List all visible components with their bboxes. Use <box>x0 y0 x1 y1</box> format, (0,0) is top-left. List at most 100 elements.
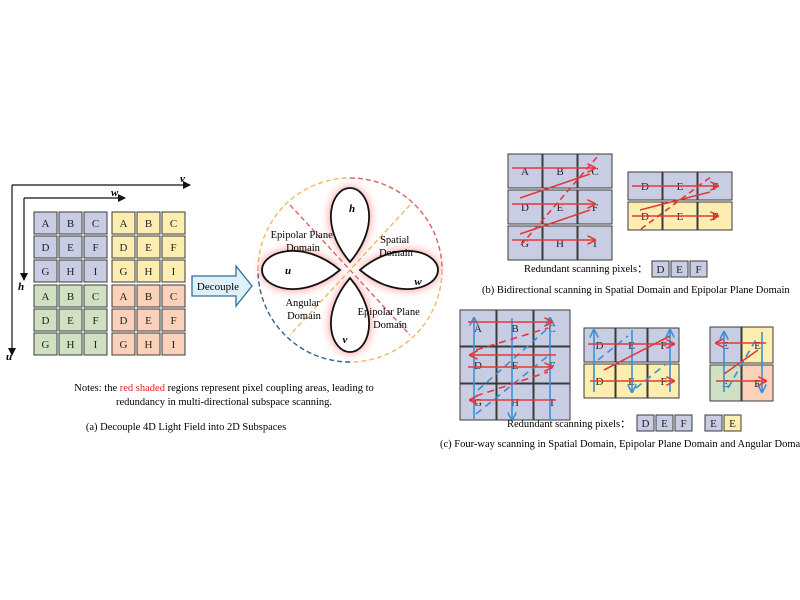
grid-a-block0-cell-bg <box>33 259 58 283</box>
svg-text:Epipolar Plane Domain: Epipolar Plane Domain <box>271 230 336 254</box>
grid-a-block0-cell-letter: H <box>67 266 75 278</box>
grid-a-block0-cell: A <box>33 211 58 235</box>
grid-a-block2-cell: B <box>58 284 83 308</box>
redundant-c2-cell: E <box>704 414 723 432</box>
grid-a-block2-cell-bg <box>58 332 83 356</box>
grid-a-block0-cell: D <box>33 235 58 259</box>
grid-b-spatial-cell-letter: G <box>521 238 529 250</box>
grid-b-epipolar-top-cell-letter: F <box>712 181 718 193</box>
grid-a-block3-cell-letter: B <box>145 291 152 303</box>
grid-a-block0-cell-bg <box>58 259 83 283</box>
redundant-c1-cell-letter: D <box>642 418 650 430</box>
redundant-b-cell-letter: F <box>695 264 701 276</box>
grid-a-block2-cell-letter: H <box>67 339 75 351</box>
grid-a-block2-cell-bg <box>33 332 58 356</box>
grid-a-block2-cell-bg <box>83 284 108 308</box>
grid-a-block1-cell-letter: E <box>145 242 152 254</box>
grid-a-block2-cell-bg <box>33 284 58 308</box>
grid-b-spatial-cell-bg <box>577 189 613 225</box>
grid-a-block1-cell-bg <box>161 259 186 283</box>
grid-a-block3-cell-letter: A <box>120 291 128 303</box>
grid-b-spatial-cell-bg <box>542 153 578 189</box>
grid-a-block0-cell-bg <box>58 235 83 259</box>
grid-a-block2-cell: E <box>58 308 83 332</box>
grid-a-block2-cell-letter: C <box>92 291 99 303</box>
notes-highlight: red shaded <box>120 383 166 394</box>
grid-c-spatial-cell-letter: A <box>474 323 482 335</box>
grid-a-block1-cell-bg <box>161 211 186 235</box>
grid-a-block0-cell-letter: G <box>42 266 50 278</box>
redundant-b-cell: F <box>689 260 708 278</box>
axis-label-w: w <box>111 187 119 199</box>
grid-a-block3-cell: E <box>136 308 161 332</box>
grid-a-block0-cell-bg <box>83 235 108 259</box>
grid-c-angular-cell-bg <box>709 364 742 402</box>
subspace-diagram: h u w v Epipolar Plane Domain Spatial Do… <box>257 177 443 363</box>
petal-u <box>261 250 342 290</box>
grid-a-block3-cell-bg <box>136 284 161 308</box>
svg-text:Spatial Domain: Spatial Domain <box>379 235 414 259</box>
grid-b-spatial-cell: B <box>542 153 578 189</box>
redundant-c1-cell-bg <box>636 414 655 432</box>
domain-epipolar-2-line1: Epipolar Plane <box>358 307 420 318</box>
svg-text:Angular Domain: Angular Domain <box>285 298 322 322</box>
grid-b-spatial-cell-bg <box>542 189 578 225</box>
grid-a-block2-cell-letter: E <box>67 315 74 327</box>
grid-a-block2-cell-bg <box>33 308 58 332</box>
grid-a-block2-cell-letter: B <box>67 291 74 303</box>
grid-c-angular-cell: E <box>709 364 742 402</box>
grid-a-block2-cell-bg <box>58 284 83 308</box>
notes-suffix: regions represent pixel coupling areas, … <box>165 383 374 394</box>
grid-c-spatial-cell: I <box>533 383 571 421</box>
redundant-c1-cell-bg <box>655 414 674 432</box>
grid-a-block1-cell-bg <box>136 235 161 259</box>
grid-a-block1-cell: B <box>136 211 161 235</box>
grid-a-block2-cell-bg <box>58 308 83 332</box>
grid-c-epipolar-top-cell-bg <box>583 327 616 363</box>
petal-v <box>330 276 370 353</box>
grid-a-block1-cell: C <box>161 211 186 235</box>
redundant-c1-cell-bg <box>674 414 693 432</box>
grid-c-spatial-cell-bg <box>496 346 534 384</box>
grid-a-block3-cell: C <box>161 284 186 308</box>
grid-a-block3-cell-letter: G <box>120 339 128 351</box>
grid-c-spatial-cell: A <box>459 309 497 347</box>
petal-label-h: h <box>349 203 355 215</box>
redundant-b-cell-bg <box>689 260 708 278</box>
grid-a-block2-cell: H <box>58 332 83 356</box>
grid-c-angular-cell: E <box>709 326 742 364</box>
grid-c-spatial-cell: E <box>496 346 534 384</box>
grid-b-spatial-cell: F <box>577 189 613 225</box>
grid-a-block1-cell: D <box>111 235 136 259</box>
grid-a-block3-cell-bg <box>136 308 161 332</box>
grid-a-block0-cell-bg <box>33 235 58 259</box>
grid-c-epipolar-top-cell-letter: D <box>596 340 604 352</box>
scan-arrows-c-angular <box>716 332 766 392</box>
grid-a-block1-cell: G <box>111 259 136 283</box>
grid-b-epipolar-top-cell-letter: E <box>677 181 684 193</box>
grid-a-block3-cell-letter: F <box>170 315 176 327</box>
grid-a-block0-cell-letter: F <box>92 242 98 254</box>
grid-a-block0-cell: I <box>83 259 108 283</box>
grid-a-block3-cell-letter: D <box>120 315 128 327</box>
grid-b-epipolar-top-cell-letter: D <box>641 181 649 193</box>
grid-c-spatial-cell-letter: B <box>511 323 518 335</box>
redundant-b-cell-letter: E <box>676 264 683 276</box>
redundant-b-cell-bg <box>670 260 689 278</box>
grid-a-block2-cell-letter: F <box>92 315 98 327</box>
grid-c-spatial-cell: H <box>496 383 534 421</box>
grid-a-block1-cell: I <box>161 259 186 283</box>
redundant-c2-cell-bg <box>704 414 723 432</box>
grid-b-spatial-cell-letter: E <box>557 202 564 214</box>
grid-c-angular-cell-bg <box>741 364 774 402</box>
redundant-c1-cell-letter: E <box>661 418 668 430</box>
grid-a-block2-cell: G <box>33 332 58 356</box>
grid-a-block3-cell-bg <box>161 308 186 332</box>
grid-c-angular-cell-letter: E <box>754 340 761 352</box>
petal-w <box>358 250 439 290</box>
grid-b-spatial-cell-bg <box>507 153 543 189</box>
grid-c-angular-cell-letter: E <box>754 378 761 390</box>
